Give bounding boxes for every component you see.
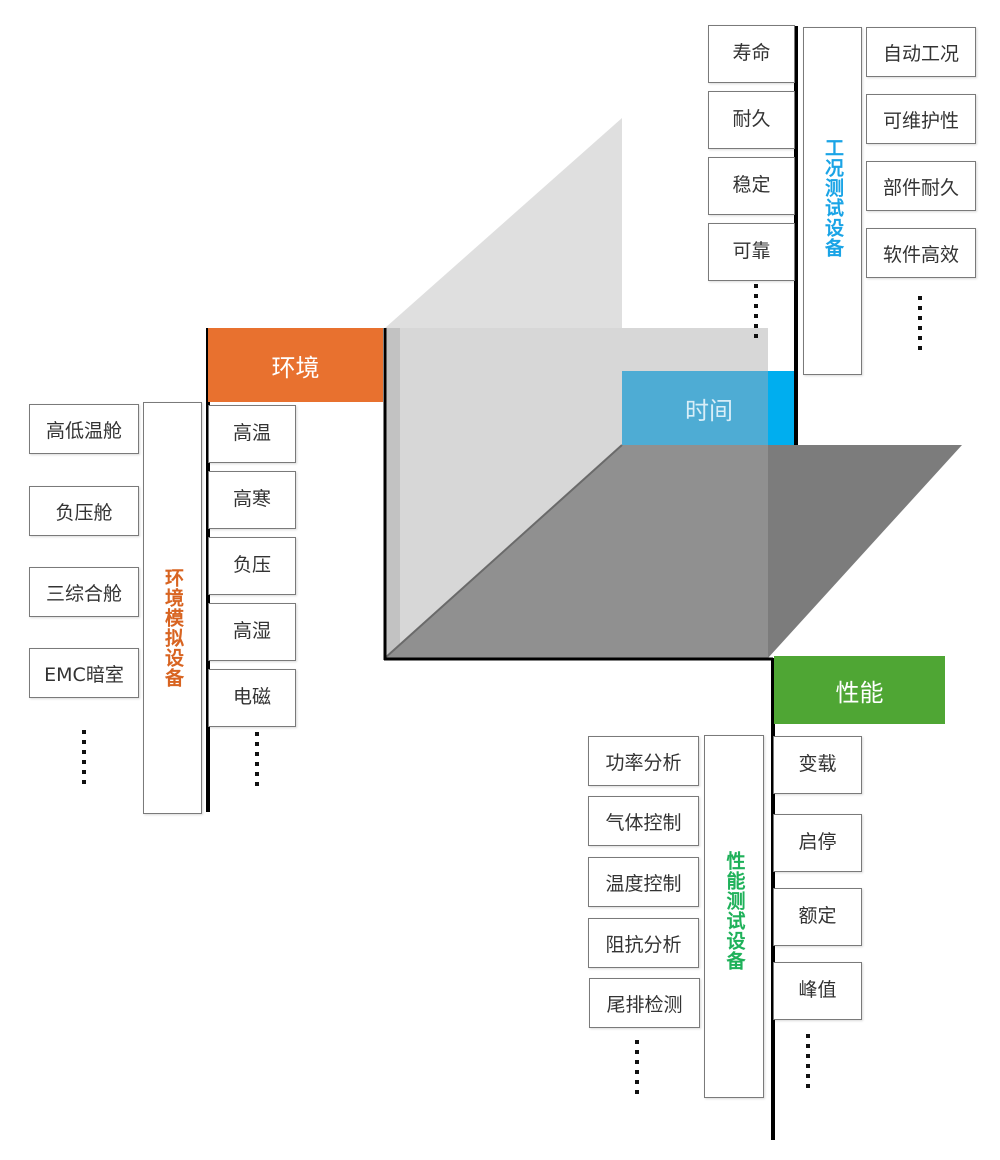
- time-factor-box: 可靠: [708, 223, 795, 281]
- perf-factor-box: 变载: [773, 736, 862, 794]
- env-factor-box: 负压: [208, 537, 296, 595]
- environment-header: 环境: [208, 328, 383, 402]
- time-equipment-ellipsis: [917, 296, 923, 350]
- perf-factor-box: 峰值: [773, 962, 862, 1020]
- env-equipment-ellipsis: [81, 730, 87, 784]
- perf-equipment-box: 尾排检测: [589, 978, 700, 1028]
- time-factor-box: 耐久: [708, 91, 795, 149]
- floor-plane: [385, 445, 768, 658]
- time-axis-line: [794, 26, 798, 445]
- env-factor-box: 高寒: [208, 471, 296, 529]
- floor-plane-right: [768, 445, 962, 658]
- diagonal-edge: [384, 444, 623, 659]
- time-equipment-box: 部件耐久: [866, 161, 976, 211]
- perf-equipment-box: 温度控制: [588, 857, 699, 907]
- perf-factor-box: 启停: [773, 814, 862, 872]
- env-equipment-box: EMC暗室: [29, 648, 139, 698]
- left-plane: [385, 328, 400, 658]
- env-equipment-box: 三综合舱: [29, 567, 139, 617]
- time-band: [622, 371, 768, 445]
- time-band-bright: [768, 371, 796, 445]
- time-equipment-box: 自动工况: [866, 27, 976, 77]
- perf-factor-box: 额定: [773, 888, 862, 946]
- env-equipment-box: 负压舱: [29, 486, 139, 536]
- perf-factor-ellipsis: [805, 1034, 811, 1088]
- env-factor-ellipsis: [254, 732, 260, 786]
- perf-equipment-label: 性能测试设备: [723, 851, 746, 971]
- env-factor-box: 高温: [208, 405, 296, 463]
- env-equipment-label-box: 环境模拟设备: [143, 402, 202, 814]
- time-factor-box: 稳定: [708, 157, 795, 215]
- time-factor-ellipsis: [753, 284, 759, 338]
- perf-equipment-box: 功率分析: [588, 736, 699, 786]
- env-equipment-label: 环境模拟设备: [162, 568, 184, 688]
- time-axis-label: 时间: [685, 396, 733, 425]
- time-equipment-label-box: 工况测试设备: [803, 27, 862, 375]
- time-equipment-box: 可维护性: [866, 94, 976, 144]
- perf-equipment-box: 气体控制: [588, 796, 699, 846]
- time-equipment-box: 软件高效: [866, 228, 976, 278]
- time-equipment-label: 工况测试设备: [822, 138, 844, 258]
- back-plane-top: [385, 118, 622, 328]
- env-factor-box: 高湿: [208, 603, 296, 661]
- env-factor-box: 电磁: [208, 669, 296, 727]
- performance-header: 性能: [774, 656, 945, 724]
- perf-equipment-box: 阻抗分析: [588, 918, 699, 968]
- perf-equipment-label-box: 性能测试设备: [704, 735, 764, 1098]
- perf-equipment-ellipsis: [634, 1040, 640, 1094]
- time-factor-box: 寿命: [708, 25, 795, 83]
- env-equipment-box: 高低温舱: [29, 404, 139, 454]
